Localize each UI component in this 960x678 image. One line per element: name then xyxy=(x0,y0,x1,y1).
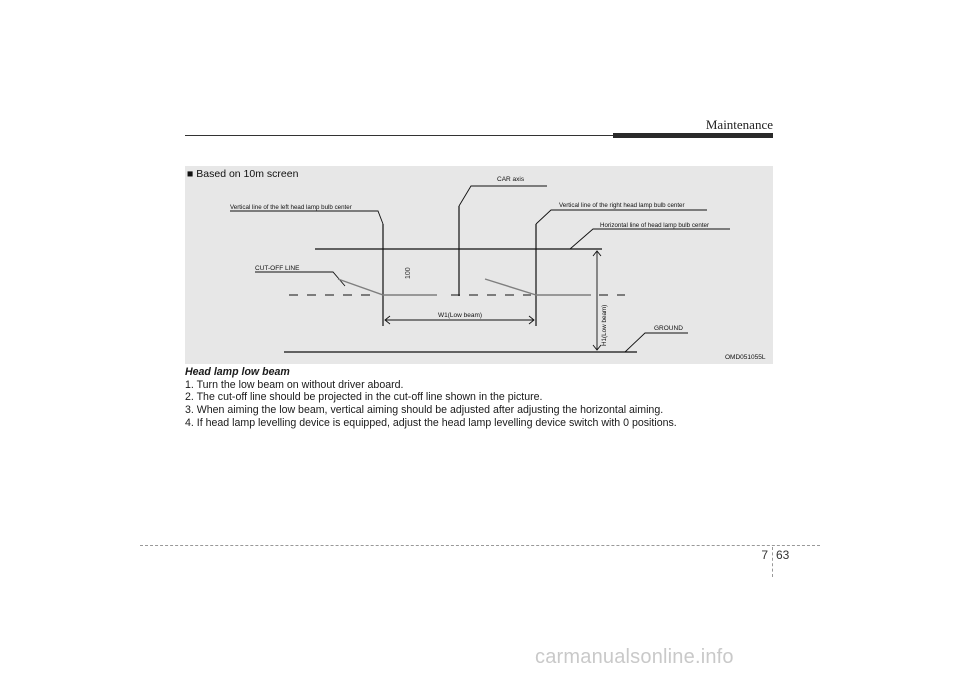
h1-label: H1(Low beam) xyxy=(601,305,608,346)
car-axis-label: CAR axis xyxy=(497,176,525,183)
instructions-title: Head lamp low beam xyxy=(185,366,290,378)
w1-arrow-left xyxy=(384,315,391,325)
ground-label: GROUND xyxy=(654,325,683,332)
section-title: Maintenance xyxy=(705,117,773,132)
w1-arrow-right xyxy=(528,315,535,325)
instructions-block: Head lamp low beam 1. Turn the low beam … xyxy=(185,366,773,430)
right-vertical-leader xyxy=(535,209,707,225)
cutoff-line-label: CUT-OFF LINE xyxy=(255,265,300,272)
figure-code: OMD051055L xyxy=(725,354,766,361)
instruction-step-1: 1. Turn the low beam on without driver a… xyxy=(185,378,404,391)
dimension-100-label: 100 xyxy=(405,267,412,279)
watermark: carmanualsonline.info xyxy=(535,646,734,668)
page-number: 63 xyxy=(776,548,790,562)
right-vertical-label: Vertical line of the right head lamp bul… xyxy=(559,202,685,209)
header-accent-bar xyxy=(613,133,773,138)
ground-leader xyxy=(624,332,688,353)
chapter-number: 7 xyxy=(761,548,768,562)
h1-arrow-top xyxy=(592,250,602,257)
right-cutoff-slope xyxy=(484,278,537,296)
h1-arrow-bottom xyxy=(592,344,602,351)
left-vertical-label: Vertical line of the left head lamp bulb… xyxy=(230,204,352,211)
instruction-step-2: 2. The cut-off line should be projected … xyxy=(185,391,543,404)
instruction-step-4: 4. If head lamp levelling device is equi… xyxy=(185,416,677,429)
diagram-svg: ■ Based on 10m screen CAR axis Vertical … xyxy=(187,168,766,361)
horizontal-center-label: Horizontal line of head lamp bulb center xyxy=(600,222,709,229)
page-number-divider xyxy=(772,547,773,577)
footer-rule xyxy=(140,545,820,546)
left-cutoff-slope xyxy=(337,278,384,296)
headlamp-aiming-diagram: ■ Based on 10m screen CAR axis Vertical … xyxy=(185,166,773,364)
header-rule xyxy=(185,135,773,136)
horizontal-center-leader xyxy=(569,228,730,250)
screen-note: ■ Based on 10m screen xyxy=(187,168,299,180)
left-vertical-leader xyxy=(230,210,384,225)
cutoff-label-leader xyxy=(255,271,346,287)
w1-label: W1(Low beam) xyxy=(438,312,482,319)
car-axis-leader xyxy=(458,185,547,207)
instruction-step-3: 3. When aiming the low beam, vertical ai… xyxy=(185,404,664,417)
